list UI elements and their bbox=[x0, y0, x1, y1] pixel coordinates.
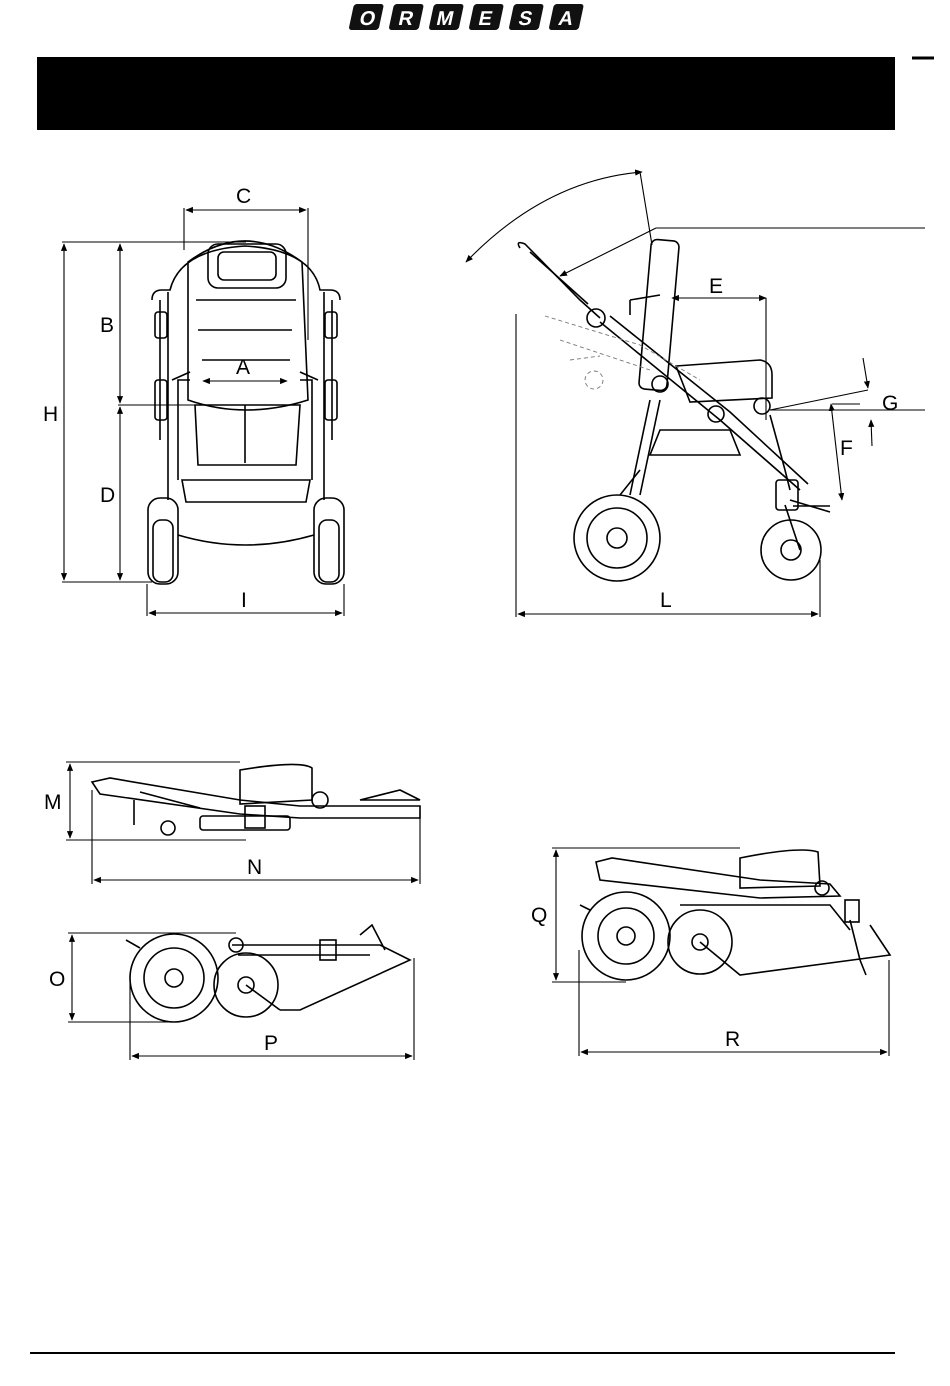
dimension-label-f: F bbox=[840, 437, 853, 460]
dimension-label-e: E bbox=[709, 275, 723, 298]
side-view-dimensions bbox=[466, 172, 925, 617]
front-view-drawing bbox=[148, 241, 344, 584]
header-bar bbox=[37, 57, 895, 130]
dimension-label-b: B bbox=[100, 314, 114, 337]
brand-letter-box: O bbox=[348, 4, 384, 30]
folded-compact-dimensions bbox=[68, 933, 414, 1060]
folded-compact-drawing bbox=[126, 925, 410, 1022]
dimension-label-i: I bbox=[241, 589, 247, 612]
folded-flat-drawing bbox=[92, 764, 420, 835]
dimension-label-c: C bbox=[236, 185, 251, 208]
dimension-label-g: G bbox=[882, 392, 898, 415]
brand-logo: O R M E S A bbox=[348, 4, 584, 30]
folded-seat-drawing bbox=[580, 850, 890, 980]
dimension-label-m: M bbox=[44, 791, 62, 814]
dimension-label-l: L bbox=[660, 589, 672, 612]
dimension-label-p: P bbox=[264, 1032, 278, 1055]
dimension-label-q: Q bbox=[531, 904, 547, 927]
dimension-label-d: D bbox=[100, 484, 115, 507]
dimension-label-n: N bbox=[247, 856, 262, 879]
dimension-label-h: H bbox=[43, 403, 58, 426]
dimension-label-r: R bbox=[725, 1028, 740, 1051]
dimension-label-o: O bbox=[49, 968, 65, 991]
dimension-label-a: A bbox=[236, 356, 250, 379]
